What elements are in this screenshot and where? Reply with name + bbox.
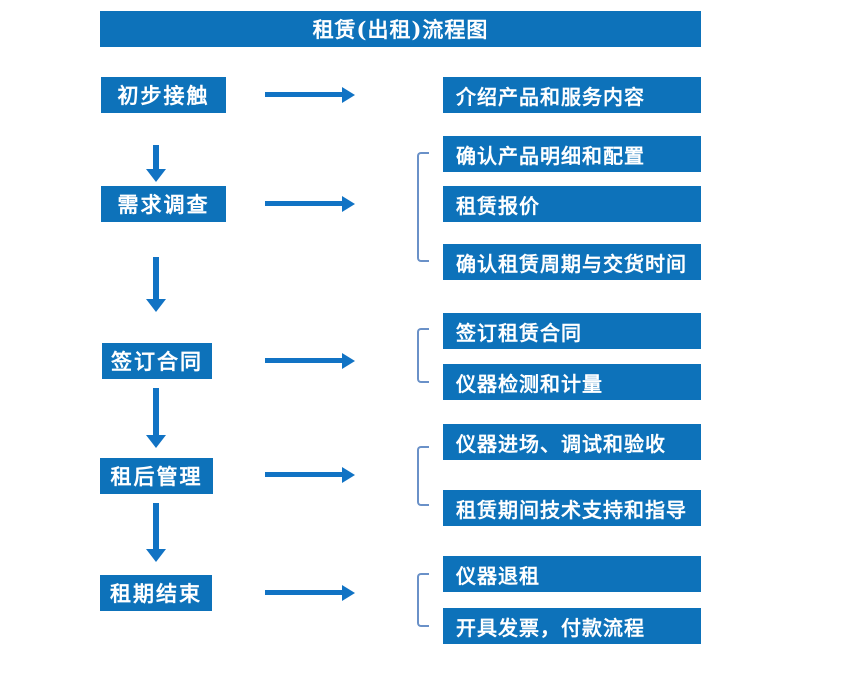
step-box-initial-contact: 初步接触: [101, 77, 226, 113]
output-box-confirm-details: 确认产品明细和配置: [443, 136, 701, 172]
arrow-head-icon: [146, 435, 166, 448]
right-arrow-4: [265, 467, 355, 483]
arrow-stem: [153, 257, 159, 300]
arrow-head-icon: [342, 353, 355, 369]
arrow-head-icon: [146, 549, 166, 562]
arrow-head-icon: [146, 299, 166, 312]
down-arrow-4: [146, 503, 166, 562]
arrow-stem: [153, 145, 159, 170]
arrow-stem: [265, 472, 344, 477]
output-box-tech-support: 租赁期间技术支持和指导: [443, 490, 701, 526]
arrow-head-icon: [146, 169, 166, 182]
bracket-group-2: [417, 152, 429, 262]
output-box-intro-products: 介绍产品和服务内容: [443, 77, 701, 113]
step-box-sign-contract: 签订合同: [102, 343, 212, 379]
arrow-stem: [265, 590, 344, 595]
arrow-stem: [265, 201, 344, 206]
arrow-head-icon: [342, 467, 355, 483]
page-title: 租赁(出租)流程图: [312, 17, 489, 42]
bracket-group-3: [417, 328, 429, 383]
right-arrow-2: [265, 196, 355, 212]
output-box-rental-quote: 租赁报价: [443, 186, 701, 222]
right-arrow-5: [265, 585, 355, 601]
arrow-stem: [265, 92, 344, 97]
step-box-post-rental: 租后管理: [100, 458, 213, 494]
output-box-instrument-entry: 仪器进场、调试和验收: [443, 424, 701, 460]
arrow-head-icon: [342, 585, 355, 601]
right-arrow-1: [265, 87, 355, 103]
output-box-instrument-return: 仪器退租: [443, 556, 701, 592]
arrow-head-icon: [342, 87, 355, 103]
down-arrow-1: [146, 145, 166, 182]
title-bar: 租赁(出租)流程图: [100, 11, 701, 47]
bracket-group-4: [417, 446, 429, 506]
step-box-lease-end: 租期结束: [100, 575, 212, 611]
output-box-invoice-payment: 开具发票，付款流程: [443, 608, 701, 644]
output-box-instrument-test: 仪器检测和计量: [443, 364, 701, 400]
right-arrow-3: [265, 353, 355, 369]
output-box-confirm-period: 确认租赁周期与交货时间: [443, 244, 701, 280]
down-arrow-3: [146, 388, 166, 448]
arrow-head-icon: [342, 196, 355, 212]
step-box-demand-survey: 需求调查: [101, 186, 226, 222]
down-arrow-2: [146, 257, 166, 312]
arrow-stem: [265, 358, 344, 363]
bracket-group-5: [417, 573, 429, 627]
output-box-sign-lease: 签订租赁合同: [443, 313, 701, 349]
arrow-stem: [153, 388, 159, 436]
arrow-stem: [153, 503, 159, 550]
